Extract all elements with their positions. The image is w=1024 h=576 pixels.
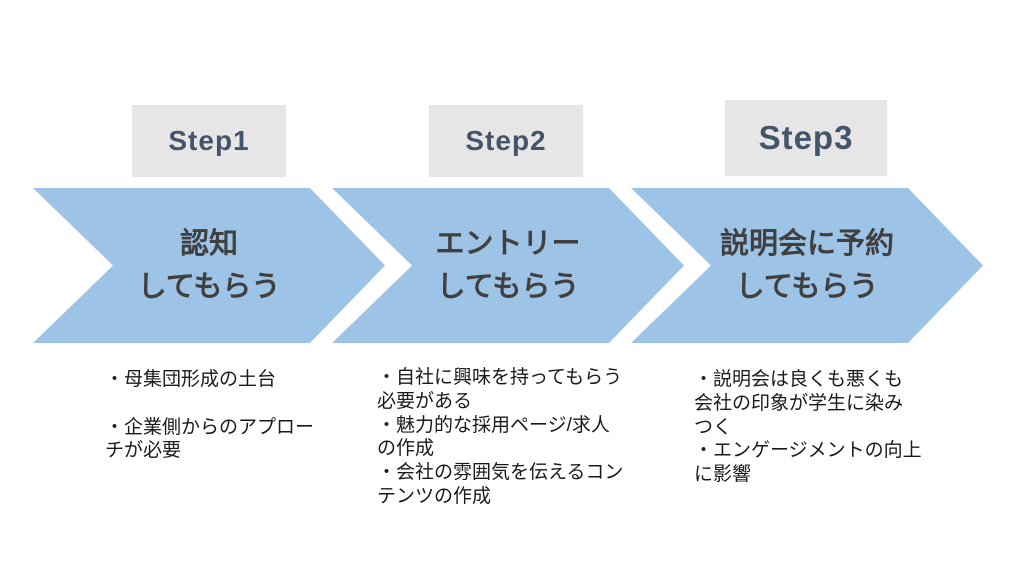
step2-label-box: Step2 (429, 105, 583, 177)
chevron-arrow-icon (631, 188, 983, 343)
chevron-step2: エントリー してもらう (332, 188, 684, 343)
chevron-step1: 認知 してもらう (33, 188, 385, 343)
step3-title: 説明会に予約 してもらう (719, 228, 894, 303)
chevron-step3: 説明会に予約 してもらう (631, 188, 983, 343)
step3-label-box: Step3 (725, 100, 887, 176)
step2-title: エントリー してもらう (435, 228, 581, 303)
step1-label: Step1 (168, 125, 250, 156)
step1-title: 認知 してもらう (137, 228, 281, 303)
step2-notes: ・自社に興味を持ってもらう 必要がある ・魅力的な採用ページ/求人 の作成 ・会… (377, 367, 624, 507)
step1-label-box: Step1 (132, 105, 286, 177)
chevron-shape (631, 188, 983, 343)
chevron-shape (33, 188, 385, 343)
step3-notes: ・説明会は良くも悪くも 会社の印象が学生に染み つく ・エンゲージメントの向上 … (694, 369, 922, 485)
chevron-arrow-icon (332, 188, 684, 343)
step2-label: Step2 (465, 125, 547, 156)
step1-notes: ・母集団形成の土台 ・企業側からのアプロー チが必要 (105, 369, 315, 462)
chevron-shape (332, 188, 684, 343)
chevron-arrow-icon (33, 188, 385, 343)
step3-label: Step3 (758, 119, 854, 156)
